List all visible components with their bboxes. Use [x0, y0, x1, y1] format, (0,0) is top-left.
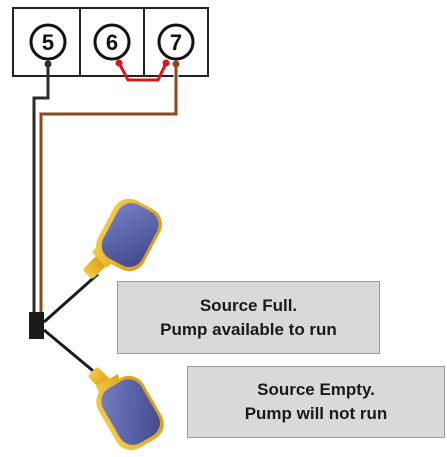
jumper-wire-6-7 — [115, 59, 170, 82]
terminal-7-label: 7 — [170, 30, 182, 55]
terminal-6: 6 — [93, 23, 131, 61]
float-switch-empty — [88, 367, 164, 451]
terminal-5: 5 — [29, 23, 67, 61]
source-full-note: Source Full. Pump available to run — [117, 281, 380, 354]
terminal-6-label: 6 — [106, 30, 118, 55]
source-empty-title: Source Empty. — [257, 380, 375, 399]
float-cables — [43, 272, 99, 377]
source-empty-detail: Pump will not run — [244, 404, 388, 423]
brown-wire — [38, 60, 180, 318]
black-wire — [32, 60, 52, 318]
source-full-detail: Pump available to run — [160, 319, 337, 339]
terminal-7: 7 — [157, 23, 195, 61]
cable-junction — [29, 312, 44, 339]
source-full-title: Source Full. — [199, 295, 298, 315]
float-switch-full — [83, 198, 162, 279]
terminal-5-label: 5 — [42, 30, 54, 55]
source-empty-note: Source Empty. Pump will not run — [187, 366, 445, 438]
